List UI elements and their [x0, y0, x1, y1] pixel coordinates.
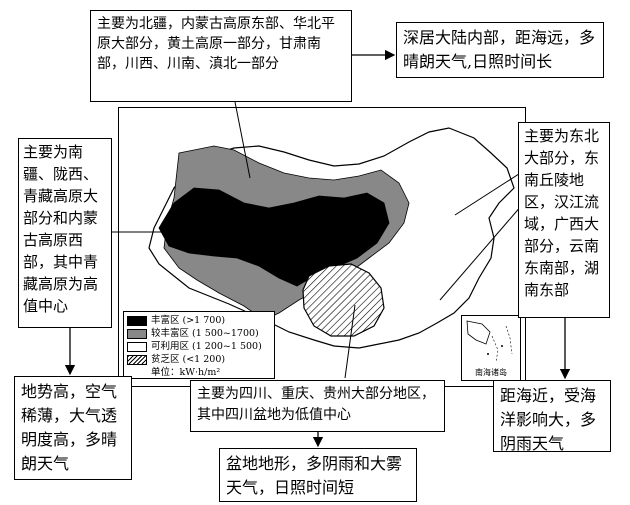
sichuan-regions-text: 主要为四川、重庆、贵州大部分地区，其中四川盆地为低值中心 — [197, 386, 435, 423]
region-rich — [158, 187, 390, 287]
north-reason-box: 深居大陆内部，距海远，多晴朗天气,日照时间长 — [396, 22, 604, 78]
west-reason-box: 地势高，空气稀薄，大气透明度高，多晴朗天气 — [14, 376, 132, 480]
legend-swatch-usable — [127, 341, 147, 352]
legend-row-usable: 可利用区 (1 200~1 500) — [127, 340, 271, 353]
legend-label-poor: 贫乏区 (<1 200) — [151, 354, 226, 365]
south-china-sea-inset: 南海诸岛 — [461, 315, 521, 381]
west-regions-box: 主要为南疆、陇西、青藏高原大部分和内蒙古高原西部，其中青藏高原为高值中心 — [18, 138, 112, 328]
sichuan-regions-box: 主要为四川、重庆、贵州大部分地区，其中四川盆地为低值中心 — [190, 380, 445, 432]
west-regions-text: 主要为南疆、陇西、青藏高原大部分和内蒙古高原西部，其中青藏高原为高值中心 — [23, 143, 99, 315]
inset-map — [466, 320, 513, 363]
legend-swatch-poor — [127, 354, 147, 365]
legend-label-more-rich: 较丰富区 (1 500~1700) — [151, 328, 259, 339]
sichuan-reason-box: 盆地地形，多阴雨和大雾天气，日照时间短 — [219, 448, 417, 502]
legend-unit: 单位：kW·h/m² — [151, 367, 221, 378]
west-reason-text: 地势高，空气稀薄，大气透明度高，多晴朗天气 — [21, 382, 118, 473]
legend-label-rich: 丰富区 (>1 700) — [151, 315, 226, 326]
east-regions-box: 主要为东北大部分，东南丘陵地区，汉江流域，广西大部分，云南东南部，湖南东部 — [518, 122, 610, 318]
north-reason-text: 深居大陆内部，距海远，多晴朗天气,日照时间长 — [403, 28, 596, 71]
china-solar-map — [148, 127, 515, 349]
east-reason-text: 距海近，受海洋影响大，多阴雨天气 — [500, 386, 597, 453]
sichuan-reason-text: 盆地地形，多阴雨和大雾天气，日照时间短 — [226, 454, 403, 497]
region-poor — [302, 263, 385, 337]
inset-label: 南海诸岛 — [475, 368, 507, 377]
east-reason-box: 距海近，受海洋影响大，多阴雨天气 — [493, 380, 611, 453]
north-regions-box: 主要为北疆，内蒙古高原东部、华北平原大部分，黄土高原一部分，甘肃南部，川西、川南… — [90, 10, 352, 102]
legend-swatch-rich — [127, 315, 147, 326]
north-regions-text: 主要为北疆，内蒙古高原东部、华北平原大部分，黄土高原一部分，甘肃南部，川西、川南… — [97, 16, 335, 72]
east-regions-text: 主要为东北大部分，东南丘陵地区，汉江流域，广西大部分，云南东南部，湖南东部 — [524, 127, 600, 299]
legend-swatch-more-rich — [127, 328, 147, 339]
legend-row-rich: 丰富区 (>1 700) — [127, 314, 271, 327]
legend-row-poor: 贫乏区 (<1 200) — [127, 353, 271, 366]
legend-label-usable: 可利用区 (1 200~1 500) — [151, 341, 262, 352]
legend: 丰富区 (>1 700) 较丰富区 (1 500~1700) 可利用区 (1 2… — [123, 311, 275, 379]
legend-row-more-rich: 较丰富区 (1 500~1700) — [127, 327, 271, 340]
